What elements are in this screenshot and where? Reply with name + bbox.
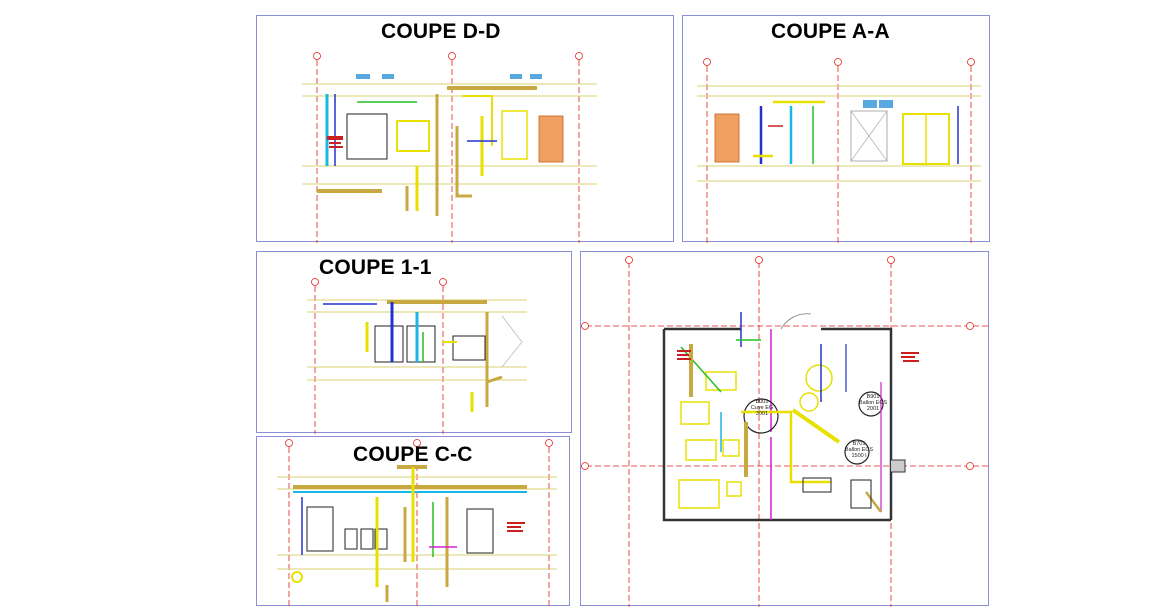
section-panel-cc: COUPE C-C [256,436,570,607]
b001-name: Cuve EG [751,405,773,411]
plan-panel: B001 Cuve EG 3001 B901 Ballon ECS 2001 B… [580,251,990,607]
tank-b901 [858,391,884,417]
b901-code: B901 [867,394,880,400]
b901-name: Ballon ECS [859,400,887,406]
tank-b001 [743,398,779,434]
grid-bubble [313,52,321,60]
section-panel-aa: COUPE A-A [682,15,990,243]
grid-bubble [575,52,583,60]
b901-vol: 2001 [867,406,879,412]
equipment-box [346,113,388,160]
section-title-11: COUPE 1-1 [319,256,432,279]
section-drawing-dd [302,52,597,243]
section-drawing-11 [307,278,527,434]
grid-bubble [448,52,456,60]
section-drawing-cc [277,439,557,607]
section-title-dd: COUPE D-D [381,20,501,43]
section-title-cc: COUPE C-C [353,443,473,466]
plan-drawing: B001 Cuve EG 3001 B901 Ballon ECS 2001 B… [581,256,990,607]
tank-b701 [844,439,870,465]
b701-vol: 1500 l [852,453,867,459]
b001-vol: 3001 [756,411,768,417]
section-title-aa: COUPE A-A [771,20,890,43]
section-panel-11: COUPE 1-1 [256,251,572,434]
section-drawing-aa [697,58,981,243]
b701-name: Ballon ECS [845,447,873,453]
b001-code: B001 [756,399,769,405]
section-panel-dd: COUPE D-D [256,15,674,243]
b701-code: B701 [853,441,866,447]
tank-orange [538,115,564,163]
